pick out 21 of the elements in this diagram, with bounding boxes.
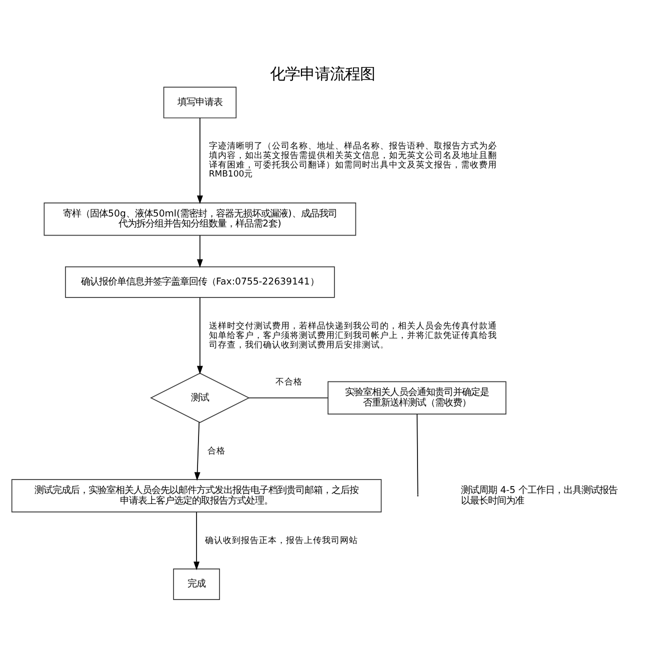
node-box: 填写申请表 bbox=[163, 86, 237, 118]
edge-label: 不合格 bbox=[276, 377, 303, 388]
connector bbox=[248, 396, 328, 398]
arrow bbox=[196, 117, 203, 204]
node-box: 寄样（固体50g、液体50ml(需密封，容器无损坏或漏液)、成品我司代为拆分组并告知分组数量，样品需2套) bbox=[44, 202, 356, 236]
node-box: 实验室相关人员会通知贵司并确定是否重新送样测试（需收费） bbox=[328, 380, 506, 414]
node-box: 确认报价单信息并签字盖章回传（Fax:0755-22639141） bbox=[65, 266, 335, 298]
edge-label: 合格 bbox=[208, 446, 226, 456]
diagram-title: 化学申请流程图 bbox=[270, 64, 375, 83]
node-diamond: 测试 bbox=[150, 372, 250, 423]
arrow bbox=[194, 421, 200, 480]
edge-label: 送样时交付测试费用，若样品快递到我公司的，相关人员会先传真付款通知单给客户，客户须将测试费用汇到我司帐户上，并将汇款凭证传真给我司存查，我们确认收到测试费用后安排测试。 bbox=[208, 321, 497, 350]
edge-label: 字迹清晰明了（公司名称、地址、样品名称、报告语种、取报告方式为必填内容，如出英文报告需提供相关英文信息，如无英文公司名及地址且翻译有困难，可委托我公司翻译）如需同时出具中文及英文报告，需收费用RMB100元 bbox=[208, 141, 497, 180]
connector bbox=[416, 413, 418, 495]
node-box: 完成 bbox=[173, 568, 220, 600]
edge-label: 确认收到报告正本，报告上传我司网站 bbox=[205, 536, 358, 546]
arrow bbox=[194, 511, 200, 570]
arrow bbox=[196, 296, 203, 374]
node-box: 测试完成后，实验室相关人员会先以邮件方式发出报告电子档到贵司邮箱，之后按申请表上客户选定的取报告方式处理。 bbox=[11, 478, 382, 512]
arrow bbox=[196, 234, 203, 268]
label: 测试周期 4-5 个工作日，出具测试报告以最长时间为准 bbox=[461, 484, 618, 506]
